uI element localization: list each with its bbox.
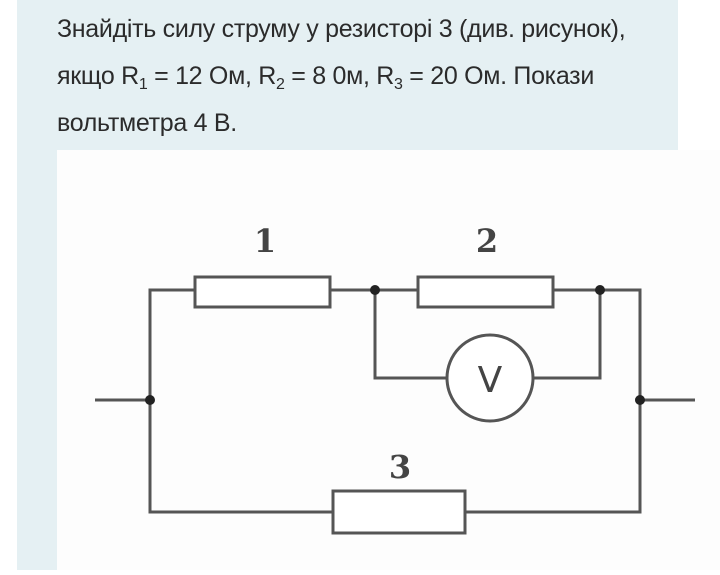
subscript: 1 [138, 76, 148, 93]
question-text-part: Знайдіть силу струму у резисторі 3 (див.… [57, 15, 626, 90]
resistor-label-1: 1 [254, 222, 276, 260]
resistor-2 [416, 275, 555, 309]
wire [148, 288, 195, 400]
resistor-label-3: 3 [389, 448, 411, 486]
wire [553, 288, 642, 400]
voltmeter-wire [533, 290, 602, 380]
voltmeter-icon [445, 333, 535, 423]
junction-node [635, 395, 645, 405]
resistor-label-2: 2 [476, 222, 498, 260]
resistor-1 [193, 275, 332, 309]
question-text-part: = 8 0м, R [284, 62, 395, 90]
circuit-figure: 1 2 3 V [57, 150, 720, 570]
junction-node [145, 395, 155, 405]
subscript: 2 [276, 76, 285, 93]
resistor-3 [331, 489, 467, 535]
subscript: 3 [394, 76, 403, 93]
question-text: Знайдіть силу струму у резисторі 3 (див.… [57, 6, 657, 147]
wire [148, 400, 333, 514]
junction-node [595, 285, 605, 295]
voltmeter-label: V [478, 360, 503, 401]
voltmeter-wire [373, 290, 447, 380]
circuit-diagram: 1 2 3 V [95, 222, 695, 535]
junction-node [370, 285, 380, 295]
question-text-part: = 20 Ом. Покази вольтметра 4 В. [57, 62, 595, 137]
wire [465, 400, 642, 514]
question-text-part: = 12 Ом, R [147, 62, 277, 90]
